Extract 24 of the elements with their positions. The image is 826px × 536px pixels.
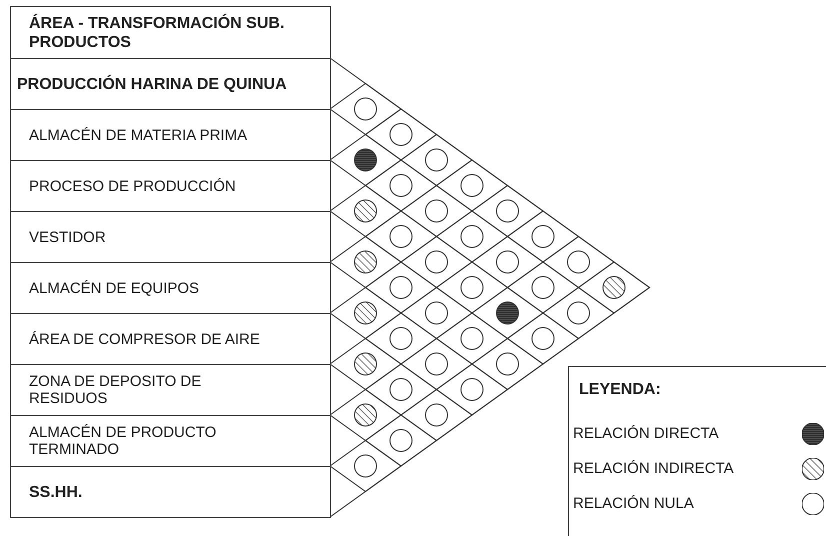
area-name: ALMACÉN DE PRODUCTO TERMINADO [29,424,218,458]
legend-text: RELACIÓN NULA [573,495,694,512]
header-box [10,6,331,59]
legend-text: RELACIÓN DIRECTA [573,425,719,442]
area-row-box [10,466,331,518]
area-name: ALMACÉN DE MATERIA PRIMA [29,126,248,144]
area-name: SS.HH. [29,482,82,502]
legend-heading: LEYENDA: [579,381,661,399]
area-name: ÁREA DE COMPRESOR DE AIRE [29,330,260,348]
area-name: VESTIDOR [29,228,106,246]
area-row-box [10,364,331,416]
area-name: ZONA DE DEPOSITO DE RESIDUOS [29,373,202,407]
legend-text: RELACIÓN INDIRECTA [573,460,734,477]
area-row-box [10,313,331,365]
header-text: PRODUCCIÓN HARINA DE QUINUA [17,74,287,94]
header-text: ÁREA - TRANSFORMACIÓN SUB. PRODUCTOS [29,14,286,52]
area-row-box [10,160,331,212]
area-name: ALMACÉN DE EQUIPOS [29,280,200,296]
process-header-box [10,58,331,110]
area-name: PROCESO DE PRODUCCIÓN [29,178,236,194]
area-row-box [10,415,331,467]
area-row-box [10,262,331,314]
area-row-box [10,211,331,263]
area-row-box [10,109,331,161]
